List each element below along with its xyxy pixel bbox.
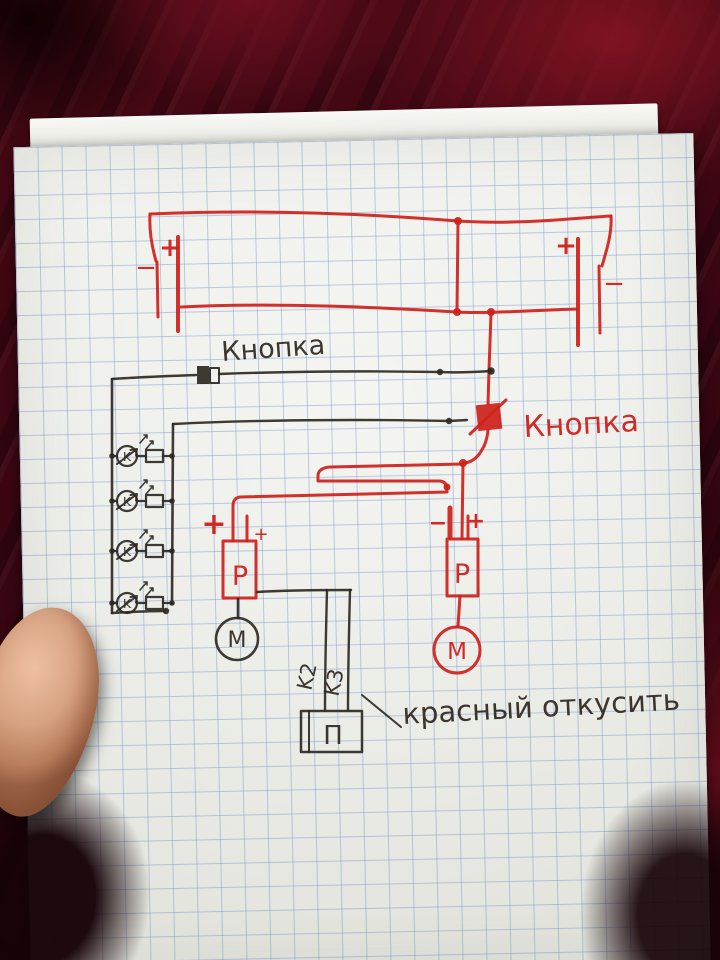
- resistor-icon: [144, 543, 165, 559]
- note-pointer-line: [361, 694, 402, 728]
- pushbutton-red-label: Кнопка: [523, 404, 640, 445]
- resistor-icon: [144, 595, 165, 611]
- led-emission-arrows-icon: [139, 581, 154, 597]
- relay-right-box: [445, 537, 480, 598]
- junction-dot: [487, 308, 495, 316]
- wire-vertical-b: [486, 312, 493, 406]
- battery-right-short-plate: [597, 264, 602, 335]
- led-icon: [115, 489, 139, 513]
- wire-k3-label: K3: [320, 667, 349, 699]
- junction-dot: [169, 600, 175, 606]
- junction-dot: [445, 417, 453, 425]
- pushbutton-red-slash: [468, 398, 508, 436]
- wire-k2: [323, 588, 329, 712]
- junction-dot: [436, 368, 444, 376]
- led-branch-2: K: [109, 479, 175, 513]
- motor-right-circle: [432, 625, 482, 675]
- motor-right: M: [432, 594, 482, 675]
- resistor-icon: [144, 448, 165, 464]
- led-arrow-icon: [116, 493, 138, 510]
- relay-right: − + P: [429, 505, 485, 598]
- led-emission-arrows-icon: [139, 434, 154, 450]
- red-ink-circuit: + − + − Кнопка: [135, 210, 640, 675]
- led-icon: [115, 539, 139, 563]
- battery-right: + −: [555, 231, 625, 347]
- motor-right-lead: [456, 594, 462, 628]
- wire-junction-to-relay-right: [460, 462, 465, 541]
- wire-vertical-a: [455, 220, 460, 313]
- wire-bottom-bus: [255, 588, 353, 594]
- relay-left-plus-small: +: [253, 524, 268, 545]
- relay-right-minus-mark: −: [429, 511, 447, 536]
- led-branch-1: K: [109, 434, 175, 468]
- relay-left-box: [221, 539, 258, 600]
- motor-right-label: M: [447, 639, 467, 665]
- junction-dot: [443, 483, 451, 491]
- battery-left-minus-sign: −: [135, 253, 157, 283]
- led-branch-3: K: [109, 529, 175, 563]
- motor-left-circle: [214, 616, 260, 662]
- junction-dot: [169, 498, 175, 504]
- led-arrow-icon: [116, 543, 138, 560]
- battery-right-minus-sign: −: [603, 269, 625, 299]
- pushbutton-black-body: [197, 366, 209, 384]
- led-arrow-icon: [116, 595, 138, 612]
- relay-left-label: P: [232, 561, 248, 592]
- wire-button-to-junction: [462, 428, 490, 465]
- led-emission-arrows-icon: [139, 529, 154, 545]
- pushbutton-red: Кнопка: [468, 398, 640, 445]
- motor-left: M: [214, 597, 260, 662]
- relay-right-label: P: [454, 559, 470, 590]
- pushbutton-black-label: Кнопка: [220, 330, 326, 368]
- junction-dot: [169, 548, 175, 554]
- black-ink-circuit: Кнопка K: [109, 330, 681, 754]
- wire-k2-label: K2: [293, 661, 322, 693]
- note-text: красный откусить: [402, 683, 681, 731]
- wire-switch-left: [110, 373, 198, 381]
- battery-left-short-plate: [155, 260, 160, 319]
- pushbutton-black-contact: [209, 367, 220, 384]
- led-emission-arrows-icon: [139, 479, 154, 495]
- led-arrow-icon: [116, 448, 138, 465]
- wire-top-left-drop: [148, 212, 158, 263]
- wire-serpentine-loop: [231, 462, 465, 543]
- relay-left-plus-mark: +: [201, 507, 226, 542]
- battery-left: + −: [135, 233, 181, 333]
- battery-left-plus-sign: +: [159, 233, 181, 263]
- fabric-shadow-bottom-right: [580, 780, 720, 960]
- ladder-bottom-stub: [110, 609, 167, 615]
- wire-top-supply: [148, 210, 613, 224]
- junction-dot: [169, 453, 175, 459]
- junction-dot: [487, 367, 495, 375]
- module-box-outline: [299, 709, 364, 754]
- wire-top-right-drop: [600, 214, 613, 268]
- led-icon: [115, 444, 139, 468]
- led-ladder-right-rail: [170, 422, 175, 605]
- wire-middle-supply: [179, 303, 579, 315]
- battery-right-plus-sign: +: [555, 231, 577, 261]
- wire-switch-right: [217, 369, 493, 376]
- relay-left: + + P: [201, 507, 269, 600]
- wire-k3: [346, 588, 352, 712]
- junction-dot: [162, 607, 170, 615]
- wire-second-row: [171, 418, 469, 426]
- relay-right-plus-mark: +: [467, 509, 485, 534]
- pushbutton-black: Кнопка: [197, 330, 326, 384]
- resistor-icon: [144, 493, 165, 509]
- module-box: П: [299, 709, 364, 754]
- module-label: П: [323, 721, 343, 751]
- motor-left-label: M: [228, 628, 247, 653]
